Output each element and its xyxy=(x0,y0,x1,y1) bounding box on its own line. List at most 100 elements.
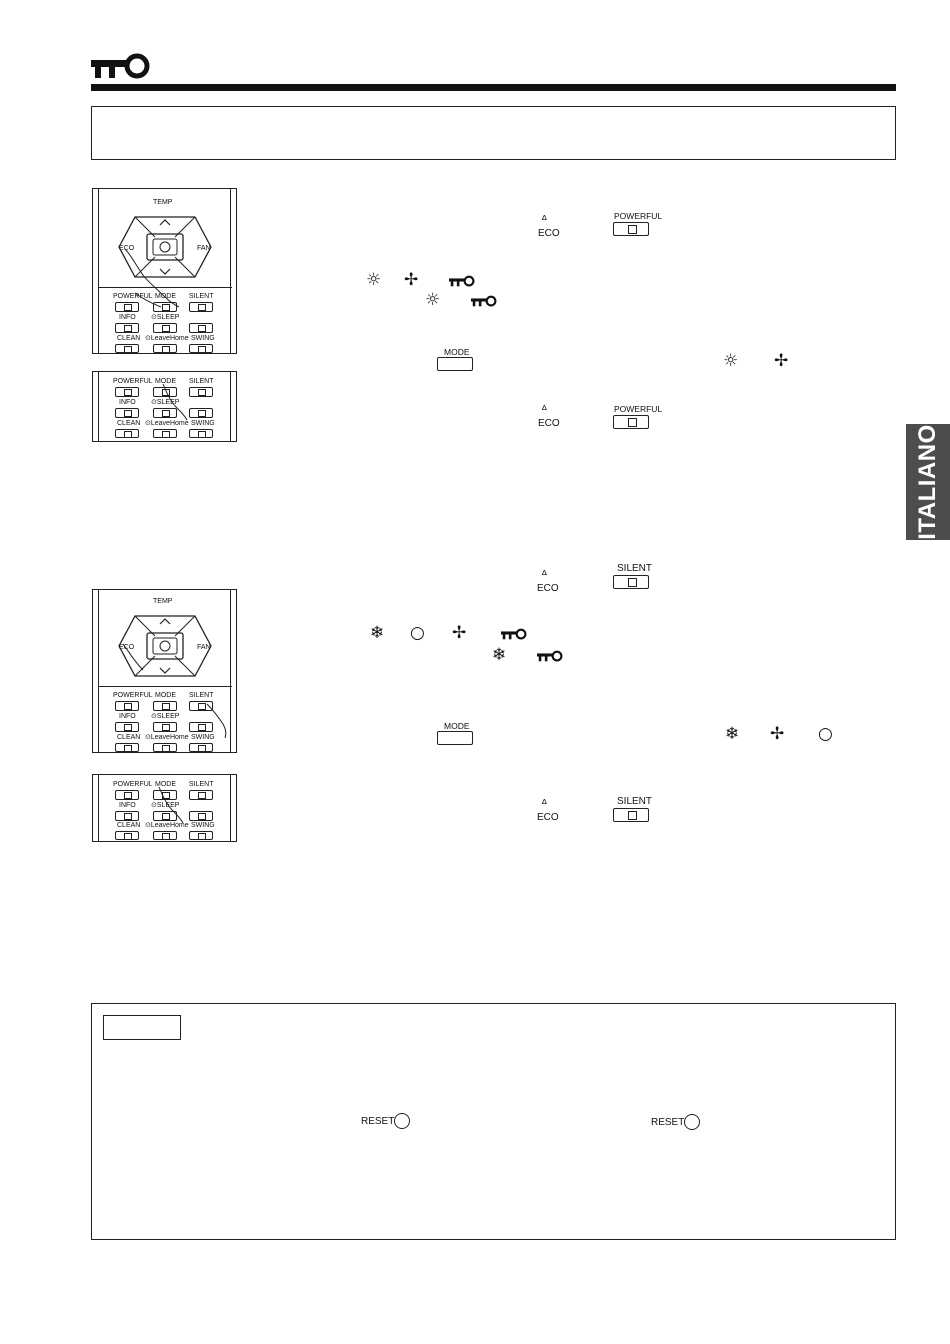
remote-eco-label: ECO xyxy=(119,245,135,252)
reset-button-1 xyxy=(394,1113,410,1129)
remote-silent-label: SILENT xyxy=(189,293,214,300)
remote-fan-label: FAN xyxy=(197,245,211,252)
remote-sleep-button xyxy=(153,323,177,333)
remote-illustration-4: POWERFUL MODE SILENT INFO ⊙SLEEP CLEAN ⊙… xyxy=(92,774,237,842)
sun-icon: ☼ xyxy=(723,351,739,371)
language-tab-label: ITALIANO xyxy=(914,424,941,540)
remote-mode-label: MODE xyxy=(155,781,176,788)
remote-powerful-button xyxy=(115,701,139,711)
eco-leaf-icon: ᐞ xyxy=(541,403,548,417)
snowflake-icon: ❄ xyxy=(370,623,385,643)
note-box xyxy=(91,1003,896,1240)
snowflake-icon: ❄ xyxy=(725,724,740,744)
remote-timer-button xyxy=(189,811,213,821)
remote-sleep-button xyxy=(153,811,177,821)
remote-silent-button xyxy=(189,790,213,800)
remote-dpad xyxy=(118,216,212,278)
fan-icon: ✢ xyxy=(404,270,419,290)
remote-illustration-1: TEMP ECO FAN POWERFUL MODE SILENT INFO ⊙… xyxy=(92,188,237,354)
language-tab: ITALIANO xyxy=(906,424,950,540)
remote-sleep-label: ⊙SLEEP xyxy=(151,713,180,720)
remote-powerful-label: POWERFUL xyxy=(113,692,153,699)
powerful-label: POWERFUL xyxy=(614,211,663,221)
remote-temp-label: TEMP xyxy=(153,199,173,206)
eco-label-2: ECO xyxy=(538,418,560,429)
remote-clean-label: CLEAN xyxy=(117,335,141,342)
remote-clean-button xyxy=(115,743,139,752)
drop-icon: ○ xyxy=(410,623,425,643)
eco-leaf-icon: ᐞ xyxy=(541,213,548,227)
remote-eco-label: ECO xyxy=(119,644,135,651)
remote-timer-button xyxy=(189,408,213,418)
mode-label-2: MODE xyxy=(444,721,470,731)
remote-leavehome-button xyxy=(153,429,177,438)
remote-powerful-label: POWERFUL xyxy=(113,293,153,300)
key-lock-icon xyxy=(501,628,527,640)
fan-icon: ✢ xyxy=(774,351,789,371)
mode-button-2 xyxy=(437,731,473,745)
remote-mode-label: MODE xyxy=(155,692,176,699)
remote-mode-label: MODE xyxy=(155,378,176,385)
key-lock-icon xyxy=(537,650,563,662)
key-lock-icon xyxy=(471,295,497,307)
remote-info-button xyxy=(115,408,139,418)
remote-powerful-button xyxy=(115,790,139,800)
powerful-button xyxy=(613,222,649,236)
mode-label: MODE xyxy=(444,347,470,357)
eco-label-3: ECO xyxy=(537,583,559,594)
note-tab xyxy=(103,1015,181,1040)
remote-illustration-3: TEMP ECO FAN POWERFUL MODE SILENT INFO ⊙… xyxy=(92,589,237,753)
remote-powerful-button xyxy=(115,387,139,397)
remote-info-label: INFO xyxy=(119,399,136,406)
remote-timer-button xyxy=(189,722,213,732)
remote-powerful-label: POWERFUL xyxy=(113,781,153,788)
hand-pointer-icon xyxy=(124,248,180,308)
remote-silent-label: SILENT xyxy=(189,781,214,788)
remote-clean-label: CLEAN xyxy=(117,420,141,427)
drop-icon: ○ xyxy=(818,724,833,744)
remote-swing-button xyxy=(189,429,213,438)
remote-info-button xyxy=(115,811,139,821)
remote-clean-button xyxy=(115,429,139,438)
remote-swing-label: SWING xyxy=(191,335,215,342)
header-rule xyxy=(91,84,896,91)
remote-fan-label: FAN xyxy=(197,644,211,651)
eco-label-4: ECO xyxy=(537,812,559,823)
remote-clean-label: CLEAN xyxy=(117,822,141,829)
remote-info-label: INFO xyxy=(119,314,136,321)
fan-icon: ✢ xyxy=(452,623,467,643)
mode-button xyxy=(437,357,473,371)
snowflake-icon: ❄ xyxy=(492,645,507,665)
silent-button xyxy=(613,575,649,589)
silent-label: SILENT xyxy=(617,563,653,574)
sun-icon: ☼ xyxy=(425,290,441,310)
remote-dpad xyxy=(118,615,212,677)
remote-info-label: INFO xyxy=(119,713,136,720)
eco-leaf-icon: ᐞ xyxy=(541,568,548,582)
remote-leavehome-button xyxy=(153,344,177,353)
remote-silent-button xyxy=(189,701,213,711)
remote-swing-button xyxy=(189,831,213,840)
remote-illustration-2: POWERFUL MODE SILENT INFO ⊙SLEEP CLEAN ⊙… xyxy=(92,371,237,442)
remote-leavehome-label: ⊙LeaveHome xyxy=(145,734,189,741)
powerful-button-2 xyxy=(613,415,649,429)
remote-powerful-label: POWERFUL xyxy=(113,378,153,385)
remote-leavehome-label: ⊙LeaveHome xyxy=(145,420,189,427)
remote-clean-button xyxy=(115,831,139,840)
remote-leavehome-button xyxy=(153,831,177,840)
remote-silent-button xyxy=(189,302,213,312)
hand-pointer-icon xyxy=(158,786,184,824)
remote-temp-label: TEMP xyxy=(153,598,173,605)
remote-mode-label: MODE xyxy=(155,293,176,300)
remote-mode-button xyxy=(153,302,177,312)
reset-button-2 xyxy=(684,1114,700,1130)
remote-leavehome-label: ⊙LeaveHome xyxy=(145,335,189,342)
hand-pointer-icon xyxy=(162,383,188,421)
remote-leavehome-label: ⊙LeaveHome xyxy=(145,822,189,829)
remote-swing-label: SWING xyxy=(191,420,215,427)
remote-silent-button xyxy=(189,387,213,397)
remote-powerful-button xyxy=(115,302,139,312)
remote-clean-label: CLEAN xyxy=(117,734,141,741)
remote-info-button xyxy=(115,323,139,333)
remote-sleep-label: ⊙SLEEP xyxy=(151,802,180,809)
